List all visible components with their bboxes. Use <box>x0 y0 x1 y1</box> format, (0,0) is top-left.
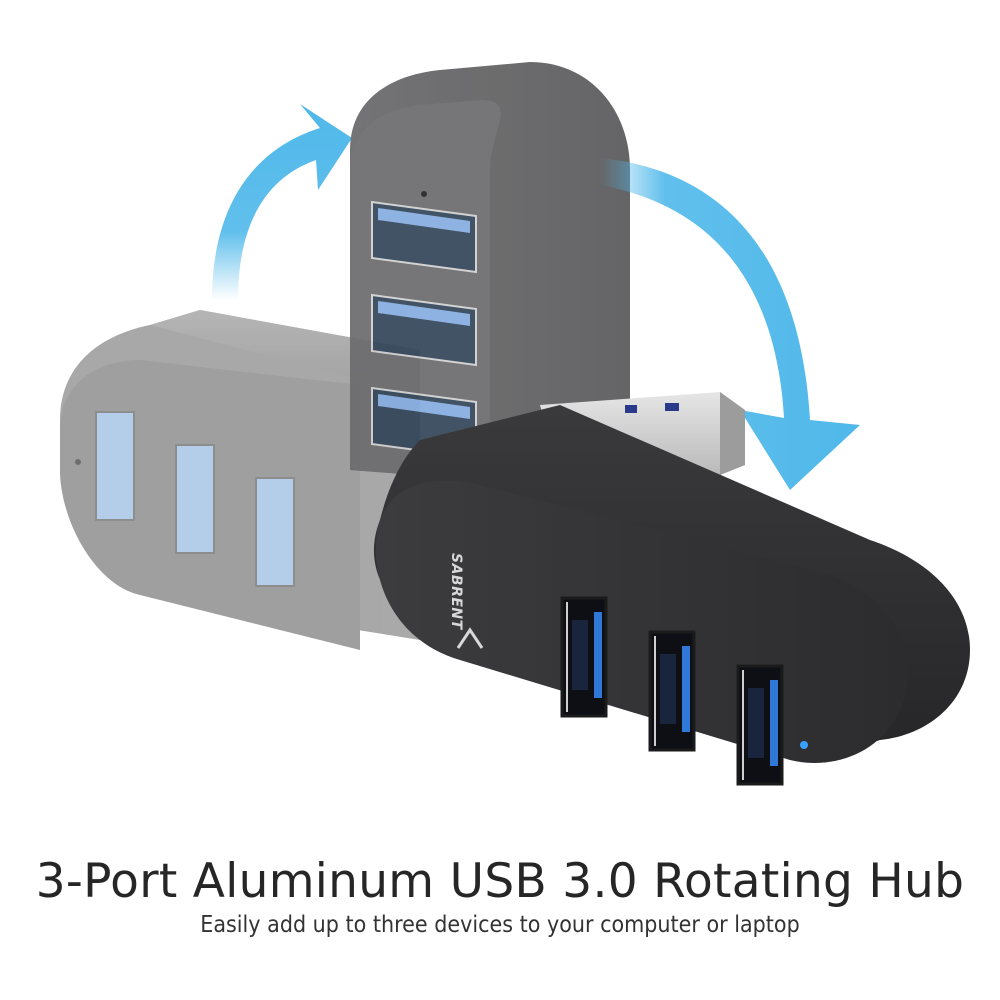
vertical-usb-port <box>371 200 477 274</box>
hub-final-position: SABRENT <box>373 405 971 786</box>
usb-port-1 <box>560 596 608 718</box>
product-illustration: SABRENT <box>60 62 971 786</box>
hub-horizontal-ghost <box>60 310 420 650</box>
rotate-down-arrow-icon <box>600 158 860 490</box>
ghost-usb-port <box>255 477 295 587</box>
vertical-usb-port <box>371 293 477 367</box>
product-subtitle: Easily add up to three devices to your c… <box>200 912 800 938</box>
rotate-up-arrow-icon <box>212 104 352 300</box>
hub-vertical-ghost <box>350 62 630 480</box>
usb-port-2 <box>648 630 696 752</box>
usb-port-3 <box>736 664 784 786</box>
ghost-usb-port <box>95 411 135 521</box>
svg-text:SABRENT: SABRENT <box>448 553 464 631</box>
product-title: 3-Port Aluminum USB 3.0 Rotating Hub <box>35 854 965 909</box>
status-led <box>800 741 808 749</box>
ghost-usb-port <box>175 444 215 554</box>
sabrent-logo: SABRENT <box>448 553 484 649</box>
